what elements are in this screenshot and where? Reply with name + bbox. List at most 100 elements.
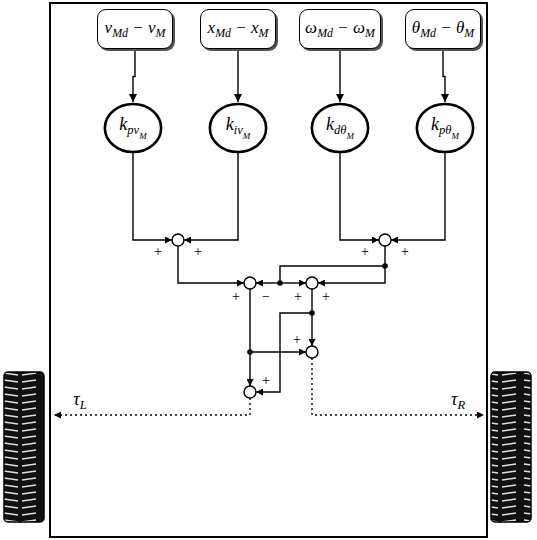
subscript-text: iv (234, 123, 243, 137)
wire (280, 266, 385, 283)
branch-dot (309, 310, 315, 316)
subscript-text: M (451, 131, 459, 141)
summing-junction (244, 277, 256, 289)
sign-label: + (322, 290, 330, 304)
symbol-text: k (119, 114, 127, 134)
symbol-text: + (194, 244, 202, 259)
sign-label: − (262, 290, 270, 304)
error-box: vMd − vM (97, 9, 173, 49)
branch-dot (382, 263, 388, 269)
sign-label: + (262, 374, 270, 388)
gain-ellipse: kpθM (416, 103, 474, 153)
subscript-text: Md (420, 26, 436, 40)
branch-dot (277, 280, 283, 286)
symbol-text: + (322, 289, 330, 304)
node-text: θMd − θM (412, 18, 474, 40)
wire (391, 153, 445, 240)
symbol-text: + (232, 289, 240, 304)
ellipse-shape (210, 104, 266, 152)
sign-label: + (232, 290, 240, 304)
subscript-text: L (80, 398, 87, 412)
symbol-text: − θ (436, 18, 464, 37)
subscript-text: M (259, 26, 269, 40)
subscript-text: M (346, 131, 354, 141)
symbol-text: − ω (333, 18, 365, 37)
torque-wire (54, 398, 250, 415)
symbol-text: − (262, 289, 270, 304)
signal-arrow (237, 51, 238, 102)
branch-dots (247, 263, 388, 355)
wire (256, 282, 280, 283)
symbol-text: v (105, 18, 113, 37)
wire (178, 246, 244, 283)
wire (318, 246, 385, 283)
symbol-text: + (262, 373, 270, 388)
symbol-text: τ (451, 389, 457, 409)
symbol-text: x (208, 18, 216, 37)
subscript-text: Md (215, 26, 231, 40)
gain-ellipse: kpvM (104, 103, 162, 153)
wire (133, 153, 172, 240)
summing-junctions (172, 234, 391, 398)
sign-label: + (293, 333, 301, 347)
ellipse-shape (417, 104, 473, 152)
torque-label: τL (73, 390, 86, 411)
wire (184, 153, 238, 240)
signal-arrow (133, 51, 135, 102)
node-text: kdθM (326, 114, 354, 141)
wire (340, 153, 379, 240)
subscript-text: Md (112, 26, 128, 40)
subscript-text: M (139, 131, 147, 141)
subscript-text: pv (127, 123, 139, 137)
error-box: θMd − θM (405, 9, 481, 49)
symbol-text: + (294, 289, 302, 304)
wire (280, 282, 306, 283)
wire (311, 289, 312, 346)
symbol-text: k (431, 114, 439, 134)
signal-arrow (339, 51, 340, 102)
branch-dot (247, 349, 253, 355)
right-wheel (491, 372, 531, 522)
summing-junction (172, 234, 184, 246)
error-box: ωMd − ωM (299, 9, 381, 49)
subscript-text: pθ (439, 123, 451, 137)
torque-label: τR (451, 390, 465, 411)
symbol-text: k (326, 114, 334, 134)
summing-junction (306, 346, 318, 358)
symbol-text: + (293, 332, 301, 347)
symbol-text: k (226, 114, 234, 134)
signal-wires (54, 153, 484, 415)
subscript-text: dθ (334, 123, 346, 137)
subscript-text: M (464, 26, 474, 40)
robot-body (50, 3, 487, 537)
torque-wire (312, 358, 484, 415)
symbol-text: + (154, 244, 162, 259)
node-text: kpθM (431, 114, 459, 141)
symbol-text: τ (73, 389, 79, 409)
gain-ellipse: kivM (209, 103, 267, 153)
sign-label: + (294, 290, 302, 304)
node-text: ωMd − ωM (305, 18, 375, 40)
ellipse-shape (105, 104, 161, 152)
node-text: xMd − xM (208, 18, 269, 40)
symbol-text: − v (128, 18, 156, 37)
sign-label: + (194, 245, 202, 259)
ellipse-shape (312, 104, 368, 152)
sign-label: + (401, 245, 409, 259)
sign-label: + (361, 245, 369, 259)
summing-junction (306, 277, 318, 289)
node-text: kivM (226, 114, 251, 141)
wire (249, 289, 250, 386)
subscript-text: R (457, 398, 465, 412)
node-text: vMd − vM (105, 18, 166, 40)
node-text: kpvM (119, 114, 146, 141)
summing-junction (379, 234, 391, 246)
subscript-text: Md (317, 26, 333, 40)
gain-ellipse: kdθM (311, 103, 369, 153)
subscript-text: M (156, 26, 166, 40)
subscript-text: M (243, 131, 251, 141)
sign-label: + (154, 245, 162, 259)
